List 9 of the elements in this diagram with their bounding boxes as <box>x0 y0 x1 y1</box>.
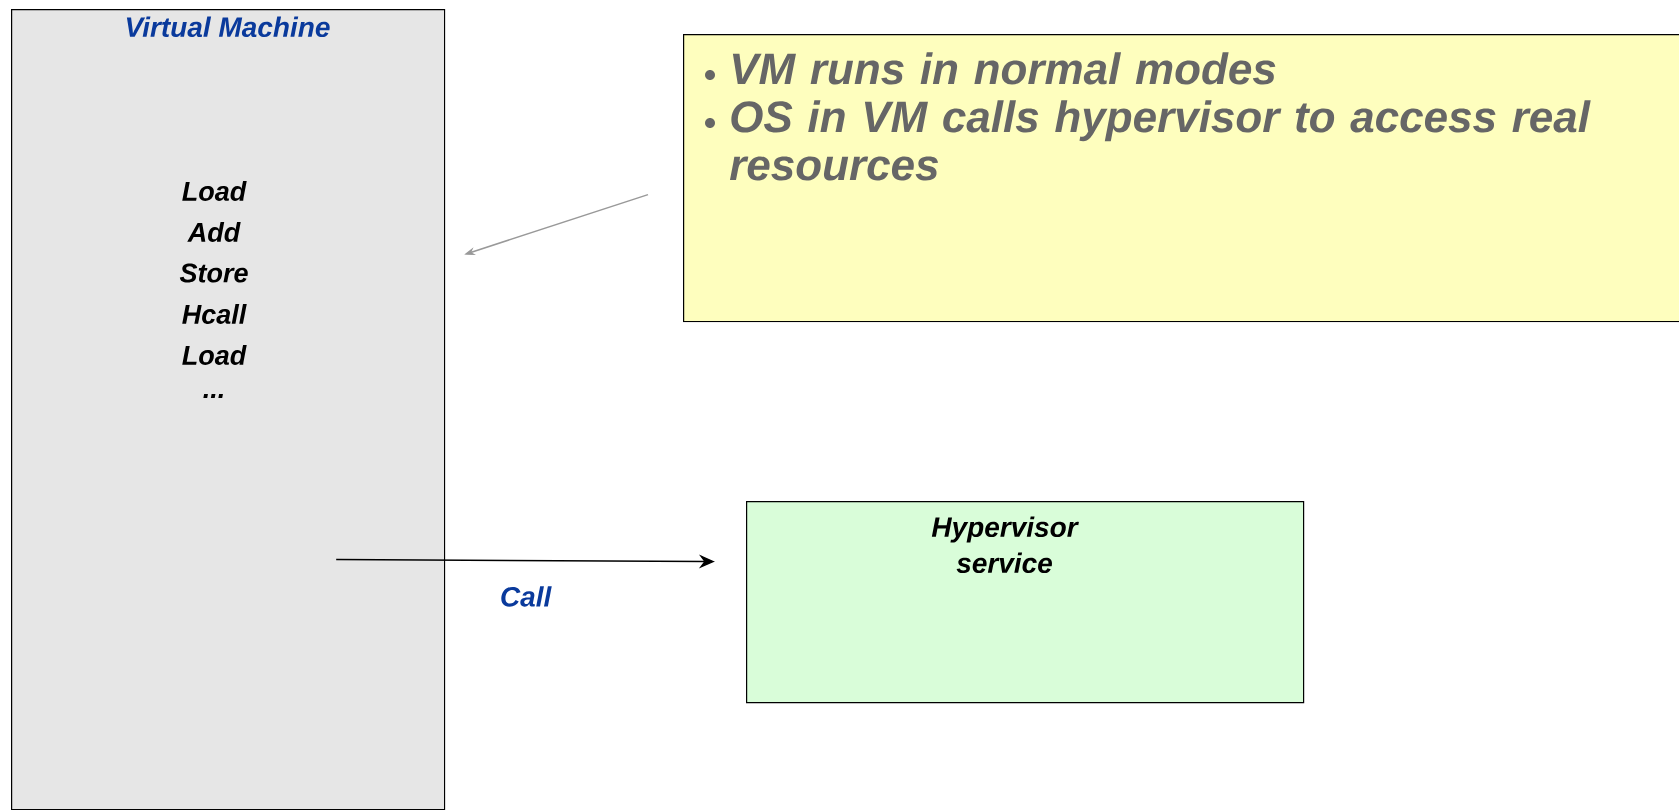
edge-label: Call <box>501 586 552 607</box>
instruction-text: Add <box>187 222 241 242</box>
instruction-text: ... <box>203 394 223 398</box>
instruction-text: Load <box>182 181 247 201</box>
service-box: Hypervisor service <box>746 501 1305 704</box>
callout-box: VM runs in normal modes OS in VM calls hypervisor to access real resources <box>683 34 1679 323</box>
instruction-text: Load <box>182 345 247 365</box>
instruction-text: Hcall <box>182 304 247 324</box>
instruction-text: Store <box>179 263 248 283</box>
